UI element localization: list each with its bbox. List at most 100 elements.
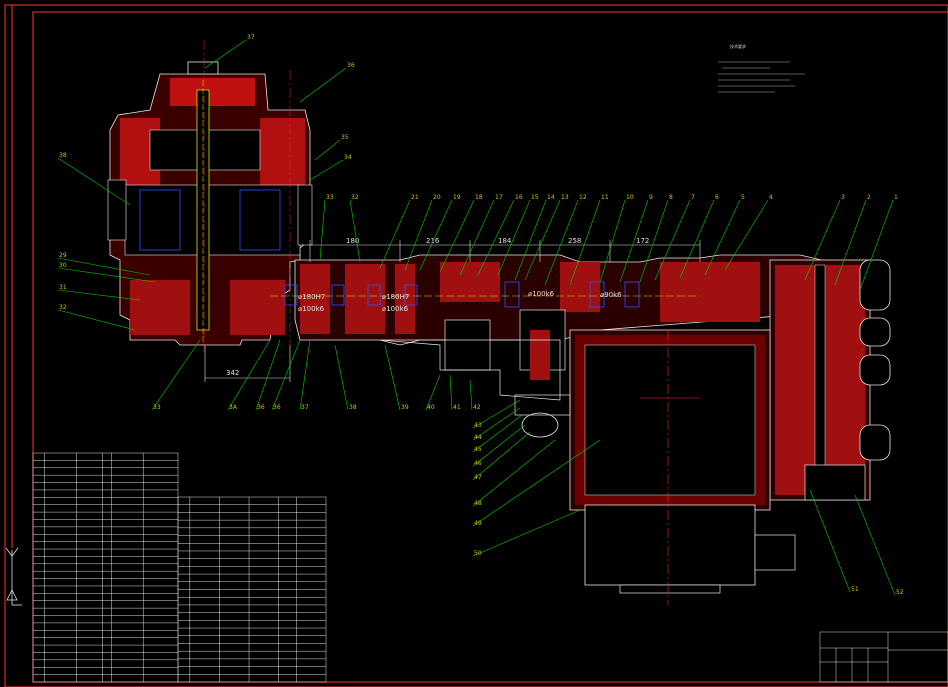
parts-list-table-mid [177, 496, 327, 683]
part-number-label: 32 [351, 194, 359, 201]
leader-line [472, 414, 523, 453]
drive-motor [514, 329, 796, 605]
leader-line [472, 509, 581, 557]
leader-line [309, 159, 344, 181]
part-number-label: 36 [347, 62, 355, 69]
leader-line [57, 157, 131, 206]
leader-lines [57, 39, 896, 596]
ucs-axis-icon [5, 547, 22, 606]
drawing-inner-frame [32, 11, 948, 683]
part-number-label: 31 [59, 284, 67, 291]
title-block [819, 631, 948, 683]
leader-line [425, 374, 441, 411]
leader-line [472, 439, 601, 527]
leader-line [314, 139, 341, 161]
part-number-label: 33 [153, 404, 161, 411]
part-number-label: 29 [59, 252, 67, 259]
leader-line [804, 199, 841, 281]
part-number-label: 47 [474, 474, 482, 481]
part-number-label: 19 [453, 194, 461, 201]
part-number-label: 43 [474, 422, 482, 429]
leader-line [151, 339, 201, 411]
leader-line [449, 374, 453, 411]
part-number-label: 17 [495, 194, 503, 201]
part-number-label: 33 [326, 194, 334, 201]
rack-column [769, 259, 891, 501]
part-number-label: 16 [515, 194, 523, 201]
leader-line [227, 339, 271, 411]
leader-line [472, 399, 521, 429]
part-number-label: 36 [273, 404, 281, 411]
part-number-label: 38 [349, 404, 357, 411]
part-number-label: 35 [341, 134, 349, 141]
part-number-label: 20 [433, 194, 441, 201]
part-number-label: 6 [715, 194, 719, 201]
leader-line [639, 199, 669, 283]
part-number-label: 10 [626, 194, 634, 201]
fit-label-3: ⌀100k6 [298, 305, 325, 313]
part-number-label: 45 [474, 446, 482, 453]
leader-line [809, 489, 851, 593]
leader-line [477, 199, 515, 276]
part-number-label: 8 [669, 194, 673, 201]
part-number-label: 38 [59, 152, 67, 159]
fit-label-1: ⌀180H7 [298, 293, 325, 301]
leader-line [859, 199, 894, 291]
part-number-label: 37 [301, 404, 309, 411]
leader-line [544, 199, 579, 286]
part-number-label: 51 [851, 586, 859, 593]
leader-line [472, 431, 531, 481]
drawing-outer-frame [4, 4, 948, 687]
part-number-label: 52 [896, 589, 904, 596]
dimension-184: 184 [498, 237, 512, 245]
part-number-label: 42 [473, 404, 481, 411]
part-number-label: 9 [649, 194, 653, 201]
leader-line [204, 39, 247, 69]
notes-title: 技术要求 [730, 43, 746, 49]
leader-line [472, 424, 526, 467]
part-number-label: 7 [691, 194, 695, 201]
part-number-label: 44 [474, 434, 482, 441]
leader-line [472, 439, 556, 507]
part-number-label: 36 [257, 404, 265, 411]
part-number-label: 50 [474, 550, 482, 557]
dimension-172: 172 [636, 237, 649, 245]
part-number-label: 13 [561, 194, 569, 201]
fit-label-5: ⌀100k6 [528, 290, 555, 298]
part-number-label: 3 [841, 194, 845, 201]
leader-line [472, 407, 521, 441]
leader-line [404, 199, 433, 271]
leader-line [654, 199, 691, 281]
leader-line [379, 199, 411, 269]
leader-line [724, 199, 769, 271]
part-number-label: 49 [474, 520, 482, 527]
leader-line [334, 344, 349, 411]
leader-line [497, 199, 531, 276]
leader-line [319, 199, 326, 261]
part-number-label: 32 [59, 304, 67, 311]
leader-line [514, 199, 547, 281]
part-number-label: 5 [741, 194, 745, 201]
leader-line [57, 267, 156, 283]
leader-line [679, 199, 715, 279]
leader-line [854, 494, 896, 596]
gearbox-arm [270, 254, 871, 401]
motor-housing [107, 61, 313, 346]
leader-line [57, 309, 136, 331]
leader-line [299, 339, 311, 411]
dimension-258: 258 [568, 237, 581, 245]
fit-label-4: ⌀100k6 [382, 305, 409, 313]
leader-line [704, 199, 741, 276]
part-number-label: 1 [894, 194, 898, 201]
part-number-label: 37 [247, 34, 255, 41]
part-number-label: 18 [475, 194, 483, 201]
part-number-label: 2 [867, 194, 871, 201]
leader-line [384, 344, 401, 411]
dimension-180: 180 [346, 237, 359, 245]
part-number-label: 48 [474, 500, 482, 507]
part-number-label: 11 [601, 194, 609, 201]
leader-line [599, 199, 626, 283]
leader-line [469, 379, 473, 411]
